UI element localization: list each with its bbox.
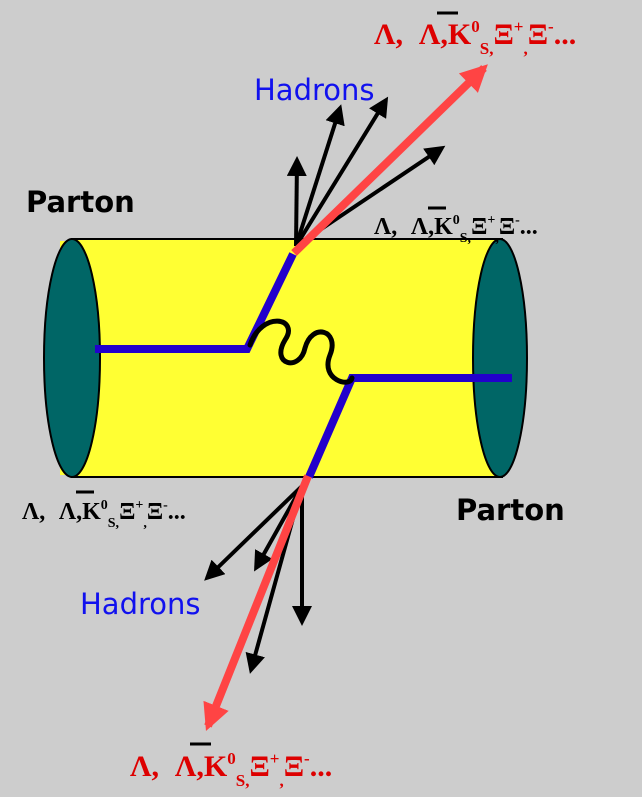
strange-arrow-bottom [203, 474, 312, 732]
strange-list-top: Λ, Λ,K0S,Ξ+,Ξ-... [374, 11, 576, 58]
tube-left-end [43, 238, 101, 478]
svg-text:Λ, Λ,K0S,Ξ+,Ξ-...: Λ, Λ,K0S,Ξ+,Ξ-... [374, 17, 576, 58]
hadron-arrow [286, 156, 307, 247]
tube-right-end [472, 238, 528, 478]
hadron-arrow [204, 484, 304, 581]
parton-line-top [95, 252, 297, 353]
strange-list-left: Λ, Λ,K0S,Ξ+,Ξ-... [22, 490, 186, 531]
hadron-arrow [294, 96, 389, 248]
gluon-wavy-line-icon [247, 318, 355, 385]
tube-body [71, 238, 503, 478]
strange-list-bottom: Λ, Λ,K0S,Ξ+,Ξ-... [130, 742, 332, 790]
svg-text:Λ, Λ,K0S,Ξ+,Ξ-...: Λ, Λ,K0S,Ξ+,Ξ-... [130, 749, 332, 790]
svg-text:Λ, Λ,K0S,Ξ+,Ξ-...: Λ, Λ,K0S,Ξ+,Ξ-... [22, 498, 186, 531]
parton-label-bottom: Parton [456, 493, 565, 527]
hadrons-label-bottom: Hadrons [80, 587, 201, 621]
hadron-arrow [294, 104, 345, 247]
hadrons-label-top: Hadrons [254, 73, 375, 107]
bottom-hadron-arrows [204, 484, 312, 674]
strange-list-right: Λ, Λ,K0S,Ξ+,Ξ-... [374, 206, 538, 246]
strange-arrow-top [291, 64, 488, 256]
medium-tube [43, 238, 528, 478]
parton-label-top: Parton [26, 185, 135, 219]
svg-text:Λ, Λ,K0S,Ξ+,Ξ-...: Λ, Λ,K0S,Ξ+,Ξ-... [374, 213, 538, 246]
